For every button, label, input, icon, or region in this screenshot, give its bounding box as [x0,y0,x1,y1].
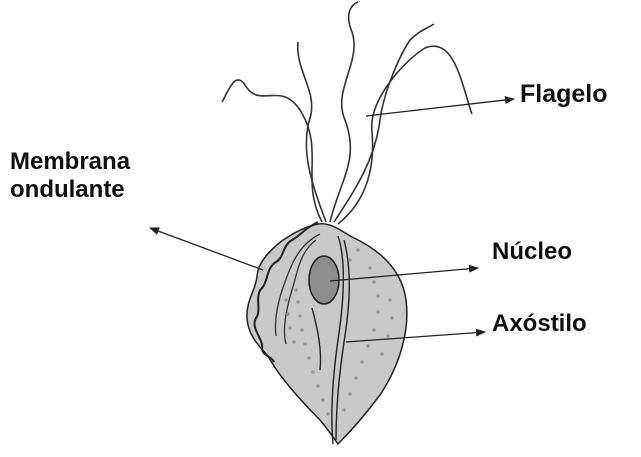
label-nucleo: Núcleo [492,238,572,266]
flagellum-5 [338,46,472,224]
label-membrana-line1: Membrana [10,148,130,176]
label-membrana-ondulante: Membrana ondulante [10,148,130,203]
membrana-pointer [150,228,263,270]
flagellum-2 [298,42,326,222]
label-axostilo: Axóstilo [492,310,587,338]
flagellum-3 [330,2,358,222]
label-flagelo: Flagelo [520,80,608,109]
label-membrana-line2: ondulante [10,176,130,204]
flagellum-4 [334,24,434,222]
flagelo-pointer [366,99,514,116]
flagella [222,2,472,224]
